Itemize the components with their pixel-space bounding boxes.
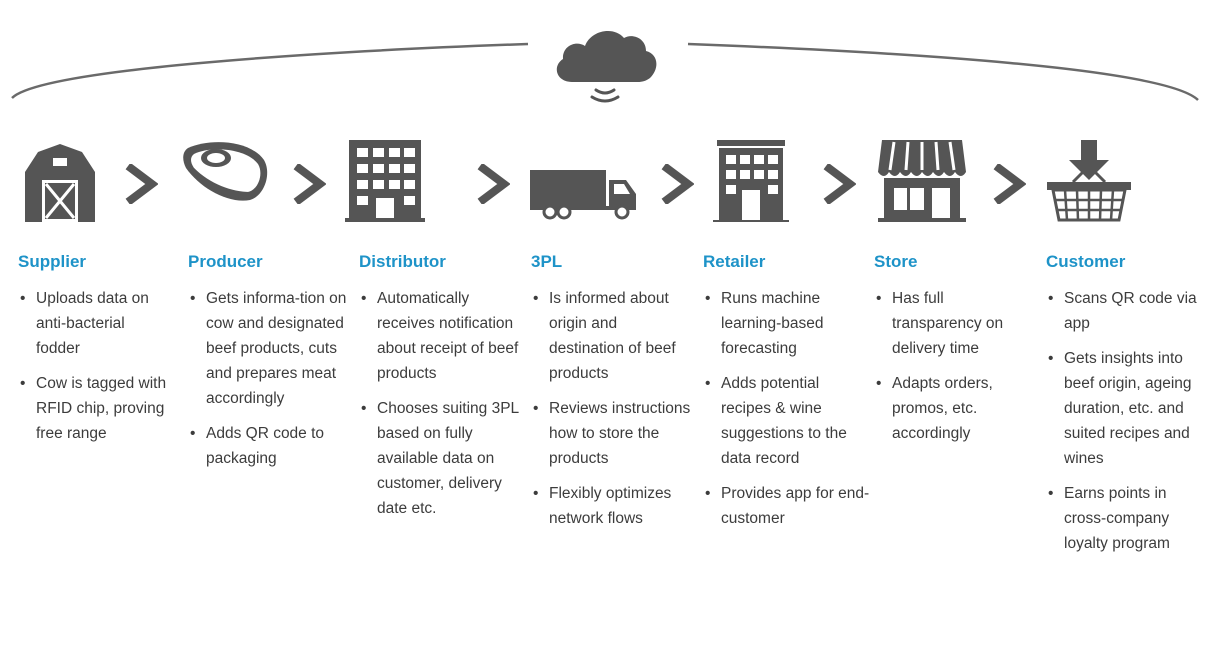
stage-bullets: Has full transparency on delivery time A… [874,286,1034,446]
stage-3pl: 3PL Is informed about origin and destina… [531,252,696,541]
bullet-item: Runs machine learning-based forecasting [703,286,871,361]
signal-waves-icon [590,88,620,103]
stage-bullets: Is informed about origin and destination… [531,286,696,531]
bullet-item: Reviews instructions how to store the pr… [531,396,696,471]
stage-producer: Producer Gets informa-tion on cow and de… [188,252,348,481]
cloud-connection-arc [11,31,1199,103]
stage-title: Store [874,252,918,271]
stage-supplier: Supplier Uploads data on anti-bacterial … [18,252,168,456]
bullet-item: Automatically receives notification abou… [359,286,519,386]
stage-bullets: Automatically receives notification abou… [359,286,519,521]
bullet-item: Gets informa-tion on cow and designated … [188,286,348,411]
bullet-item: Chooses suiting 3PL based on fully avail… [359,396,519,521]
bullet-item: Adapts orders, promos, etc. accordingly [874,371,1034,446]
stage-title: Customer [1046,252,1126,271]
storefront-icon [878,140,966,222]
stage-distributor: Distributor Automatically receives notif… [359,252,519,531]
stage-title: Retailer [703,252,766,271]
bullet-item: Earns points in cross-company loyalty pr… [1046,481,1204,556]
cloud-icon [556,31,657,82]
stage-title: Producer [188,252,263,271]
stage-title: 3PL [531,252,563,271]
stage-bullets: Uploads data on anti-bacterial fodder Co… [18,286,168,446]
stage-title: Supplier [18,252,87,271]
office-building-icon [345,140,425,222]
chevron-right-icon [477,164,510,204]
retail-building-icon [713,140,789,222]
bullet-item: Has full transparency on delivery time [874,286,1034,361]
stage-bullets: Runs machine learning-based forecasting … [703,286,871,531]
stage-bullets: Scans QR code via app Gets insights into… [1046,286,1204,556]
chevron-right-icon [293,164,326,204]
chevron-right-icon [125,164,158,204]
shopping-basket-icon [1047,140,1131,222]
stage-retailer: Retailer Runs machine learning-based for… [703,252,871,541]
chevron-right-icon [993,164,1026,204]
chevron-right-icon [823,164,856,204]
bullet-item: Adds QR code to packaging [188,421,348,471]
bullet-item: Flexibly optimizes network flows [531,481,696,531]
barn-icon [25,144,95,222]
stage-store: Store Has full transparency on delivery … [874,252,1034,456]
bullet-item: Cow is tagged with RFID chip, proving fr… [18,371,168,446]
bullet-item: Uploads data on anti-bacterial fodder [18,286,168,361]
bullet-item: Gets insights into beef origin, ageing d… [1046,346,1204,471]
bullet-item: Is informed about origin and destination… [531,286,696,386]
stage-title: Distributor [359,252,446,271]
bullet-item: Scans QR code via app [1046,286,1204,336]
bullet-item: Adds potential recipes & wine suggestion… [703,371,871,471]
chevron-right-icon [661,164,694,204]
stage-customer: Customer Scans QR code via app Gets insi… [1046,252,1204,566]
bullet-item: Provides app for end-customer [703,481,871,531]
truck-icon [530,170,636,220]
stage-bullets: Gets informa-tion on cow and designated … [188,286,348,471]
steak-icon [183,142,268,201]
